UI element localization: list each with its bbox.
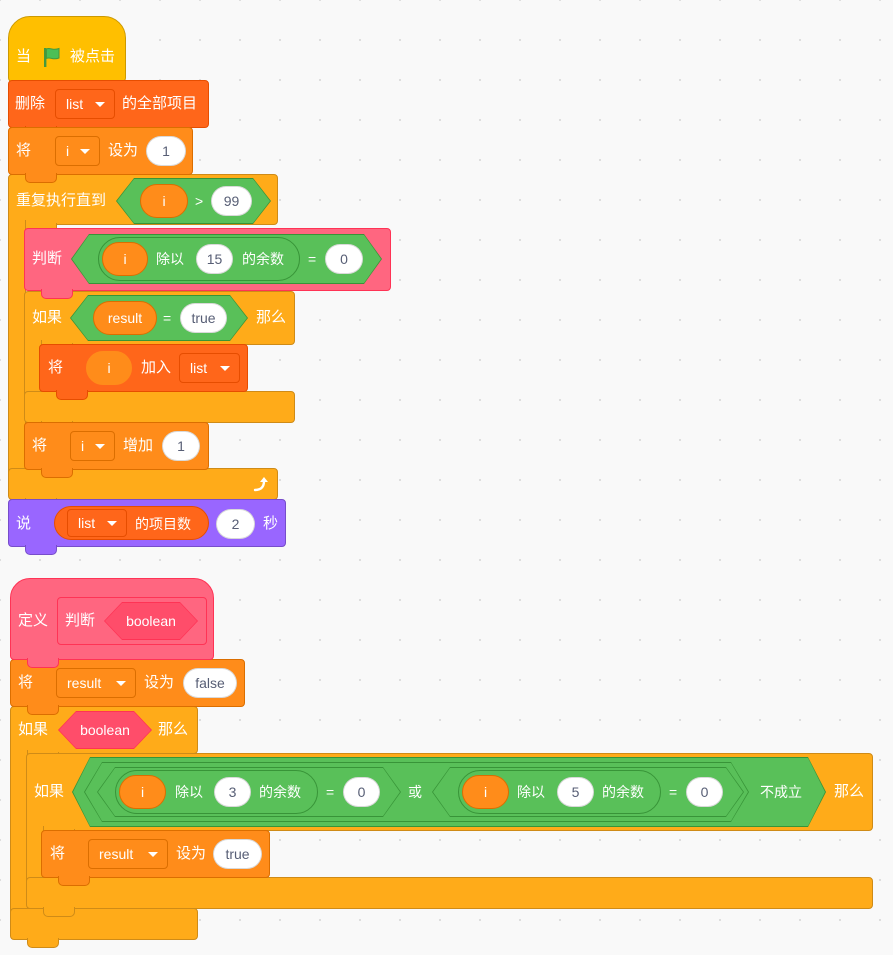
remainder-label: 的余数 <box>602 784 644 800</box>
add-set-label: 将 <box>48 359 64 376</box>
list-dropdown[interactable]: list <box>179 353 240 383</box>
value-input[interactable]: 1 <box>146 136 186 166</box>
say-label: 说 <box>16 515 32 532</box>
then-label: 那么 <box>158 721 189 738</box>
change-set-label: 将 <box>32 437 48 454</box>
set-variable-block[interactable] <box>8 127 193 183</box>
boolean-argument-reporter[interactable]: boolean <box>58 711 152 749</box>
remainder-label: 的余数 <box>259 784 301 800</box>
seconds-input[interactable]: 2 <box>216 509 255 539</box>
equals-sign: = <box>163 310 172 326</box>
clicked-label: 被点击 <box>70 48 116 65</box>
value-input[interactable]: true <box>213 839 262 869</box>
list-dropdown[interactable]: list <box>55 89 115 119</box>
boolean-parameter[interactable]: boolean <box>104 602 198 640</box>
all-items-label: 的全部项目 <box>122 95 198 112</box>
number-input[interactable]: 15 <box>196 244 233 274</box>
delete-label: 删除 <box>15 95 46 112</box>
variable-reporter-i[interactable]: i <box>119 775 166 809</box>
mod-label: 除以 <box>156 251 184 267</box>
variable-dropdown[interactable]: result <box>88 839 168 869</box>
set-label: 将 <box>50 845 66 862</box>
chevron-down-icon <box>148 852 158 857</box>
number-input[interactable]: 99 <box>211 186 252 216</box>
when-label: 当 <box>16 48 32 65</box>
number-input[interactable]: 0 <box>686 777 723 807</box>
chevron-down-icon <box>95 102 105 107</box>
variable-reporter-i[interactable]: i <box>462 775 509 809</box>
then-label: 那么 <box>834 783 865 800</box>
variable-reporter-i[interactable]: i <box>102 242 148 276</box>
list-dropdown[interactable]: list <box>67 509 127 537</box>
variable-dropdown[interactable]: i <box>70 431 115 461</box>
if-then-footer-outer <box>10 908 198 948</box>
green-flag-icon[interactable] <box>40 45 64 69</box>
chevron-down-icon <box>95 444 105 449</box>
repeat-until-label: 重复执行直到 <box>16 192 107 209</box>
or-label: 或 <box>408 784 422 800</box>
add-label: 加入 <box>141 359 172 376</box>
number-input[interactable]: 0 <box>343 777 380 807</box>
greater-than-sign: > <box>195 193 204 209</box>
seconds-unit-label: 秒 <box>263 515 279 532</box>
remainder-label: 的余数 <box>242 251 284 267</box>
not-label: 不成立 <box>760 784 802 800</box>
value-input[interactable]: false <box>183 668 237 698</box>
set-label: 将 <box>18 674 34 691</box>
chevron-down-icon <box>80 149 90 154</box>
chevron-down-icon <box>107 521 117 526</box>
if-label: 如果 <box>18 721 49 738</box>
mod-label: 除以 <box>175 784 203 800</box>
equals-sign: = <box>669 784 678 800</box>
prototype-name-label: 判断 <box>65 612 96 629</box>
number-input[interactable]: 3 <box>214 777 251 807</box>
define-label: 定义 <box>18 612 49 629</box>
variable-reporter-i[interactable]: i <box>140 184 188 218</box>
if-label: 如果 <box>32 309 63 326</box>
variable-dropdown[interactable]: i <box>55 136 100 166</box>
if-then-footer-inner <box>26 877 873 917</box>
set-to-label: 设为 <box>144 674 175 691</box>
variable-reporter-result[interactable]: result <box>93 301 157 335</box>
variable-dropdown[interactable]: result <box>56 668 136 698</box>
equals-sign: = <box>308 251 317 267</box>
equals-sign: = <box>326 784 335 800</box>
set-label: 将 <box>16 142 32 159</box>
variable-reporter-i[interactable]: i <box>86 351 132 385</box>
set-to-label: 设为 <box>176 845 207 862</box>
item-count-label: 的项目数 <box>135 516 191 532</box>
change-label: 增加 <box>123 437 154 454</box>
if-label: 如果 <box>34 783 65 800</box>
number-input[interactable]: 5 <box>557 777 594 807</box>
judge-label: 判断 <box>32 250 63 267</box>
chevron-down-icon <box>116 681 126 686</box>
number-input[interactable]: 0 <box>325 244 363 274</box>
then-label: 那么 <box>256 309 287 326</box>
set-to-label: 设为 <box>108 142 139 159</box>
chevron-down-icon <box>220 366 230 371</box>
loop-arrow-icon <box>250 474 270 494</box>
value-input[interactable]: 1 <box>162 431 200 461</box>
text-input[interactable]: true <box>180 303 227 333</box>
mod-label: 除以 <box>517 784 545 800</box>
